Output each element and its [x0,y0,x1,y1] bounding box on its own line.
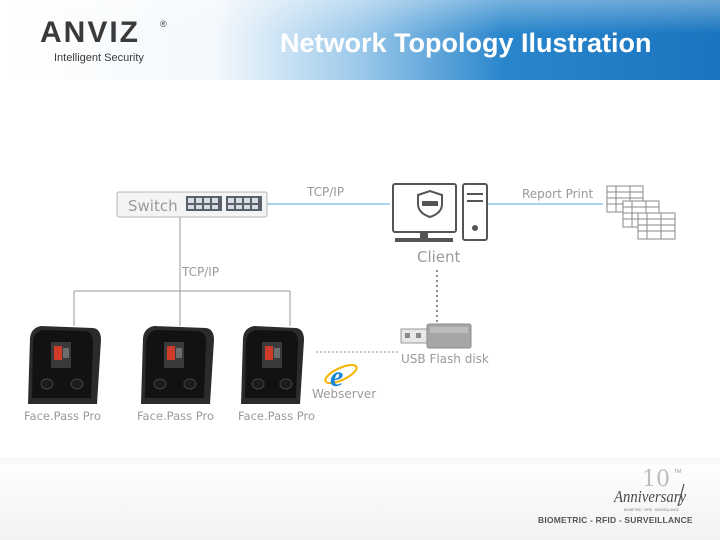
anniversary-text: Anniversary [613,487,686,506]
header-shine [0,0,720,34]
device-label: Face.Pass Pro [24,409,101,423]
tcp-ip-top-label: TCP/IP [306,185,344,199]
anniversary-number: 10 [642,467,670,492]
device-label: Face.Pass Pro [238,409,315,423]
logo-tagline: Intelligent Security [54,52,144,64]
webserver-icon: e [324,360,358,393]
webserver-label: Webserver [312,387,376,401]
anniversary-subtitle: BIOMETRIC · RFID · SURVEILLANCE [624,508,679,512]
device-label: Face.Pass Pro [137,409,214,423]
header-banner [0,0,720,80]
report-print-icon [606,185,676,240]
tcp-ip-left-label: TCP/IP [181,265,219,279]
usb-flash-disk-icon [400,323,472,349]
footer-tagline: BIOMETRIC - RFID - SURVEILLANCE [538,515,693,525]
anviz-logo: ANVIZ [40,16,140,49]
switch-device [116,191,268,218]
logo-registered-mark: ® [160,19,167,29]
switch-label: Switch [128,197,178,215]
anniversary-logo: 10 TM Anniversary BIOMETRIC · RFID · SUR… [613,467,686,512]
network-topology-diagram: Switch TCP/IP TCP/IP Client Report Print… [24,183,676,423]
page-title: Network Topology Ilustration [280,28,652,58]
face-pass-pro-device [241,326,304,404]
footer-shadow [0,458,720,466]
client-label: Client [417,248,461,266]
connection-lines [73,203,603,353]
usb-flash-disk-label: USB Flash disk [401,352,489,366]
client-computer-icon [392,183,488,242]
svg-text:e: e [330,360,343,393]
footer-band [0,458,720,540]
face-pass-pro-device [28,326,101,404]
report-print-label: Report Print [522,187,593,201]
face-pass-pro-device [141,326,214,404]
trademark-mark: TM [674,469,681,475]
